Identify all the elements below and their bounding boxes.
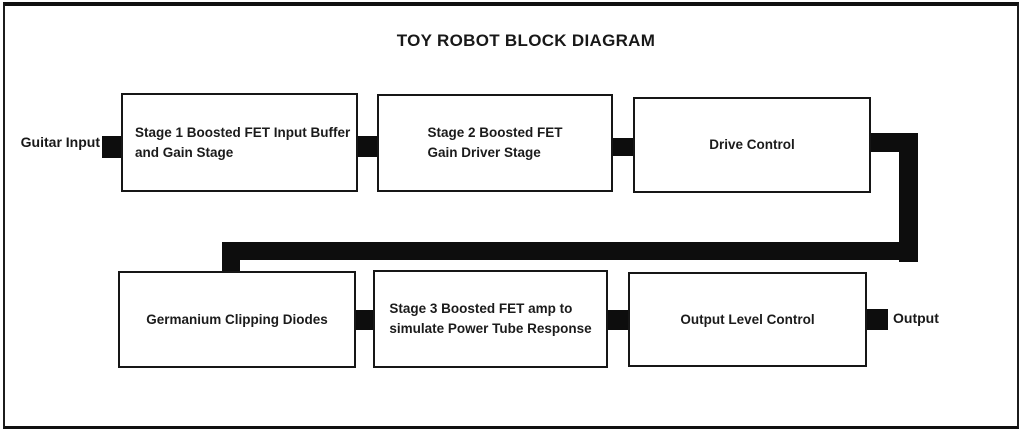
block-label-line: Stage 2 Boosted FET <box>427 125 563 141</box>
block-label-line: Stage 1 Boosted FET Input Buffer <box>135 124 351 140</box>
block-stage1-label: Stage 1 Boosted FET Input Buffer and Gai… <box>123 123 350 162</box>
block-drive-control-label: Drive Control <box>709 135 795 155</box>
block-output-level-label: Output Level Control <box>680 310 814 330</box>
block-label-line: Drive Control <box>709 137 795 153</box>
block-drive-control: Drive Control <box>633 97 871 193</box>
block-stage3-label: Stage 3 Boosted FET amp to simulate Powe… <box>389 299 591 338</box>
output-label: Output <box>893 310 939 326</box>
connector-right-vertical-run <box>899 133 918 262</box>
block-germanium-label: Germanium Clipping Diodes <box>146 310 328 330</box>
connector-stage2-to-drive <box>612 138 635 156</box>
block-stage1-input-buffer: Stage 1 Boosted FET Input Buffer and Gai… <box>121 93 358 192</box>
block-stage2-label: Stage 2 Boosted FET Gain Driver Stage <box>427 123 562 162</box>
connector-stage3-to-output-level <box>606 310 630 330</box>
block-label-line: and Gain Stage <box>135 144 234 160</box>
connector-guitar-input-to-stage1 <box>102 136 122 158</box>
block-label-line: simulate Power Tube Response <box>389 321 592 336</box>
block-stage3-power-tube: Stage 3 Boosted FET amp to simulate Powe… <box>373 270 608 368</box>
connector-stage1-to-stage2 <box>356 136 379 157</box>
block-output-level-control: Output Level Control <box>628 272 867 367</box>
connector-return-horizontal-run <box>222 242 918 260</box>
block-label-line: Germanium Clipping Diodes <box>146 311 328 327</box>
guitar-input-label: Guitar Input <box>20 134 100 150</box>
block-label-line: Gain Driver Stage <box>427 145 541 160</box>
block-stage2-gain-driver: Stage 2 Boosted FET Gain Driver Stage <box>377 94 613 192</box>
connector-output-level-to-output <box>866 309 888 330</box>
diagram-title: TOY ROBOT BLOCK DIAGRAM <box>396 31 656 50</box>
block-label-line: Output Level Control <box>680 311 815 327</box>
diagram-border-frame <box>3 2 1019 429</box>
block-germanium-clipping-diodes: Germanium Clipping Diodes <box>118 271 356 368</box>
connector-germanium-to-stage3 <box>354 310 375 330</box>
block-label-line: Stage 3 Boosted FET amp to <box>389 301 573 317</box>
connector-drop-into-germanium <box>222 242 240 273</box>
